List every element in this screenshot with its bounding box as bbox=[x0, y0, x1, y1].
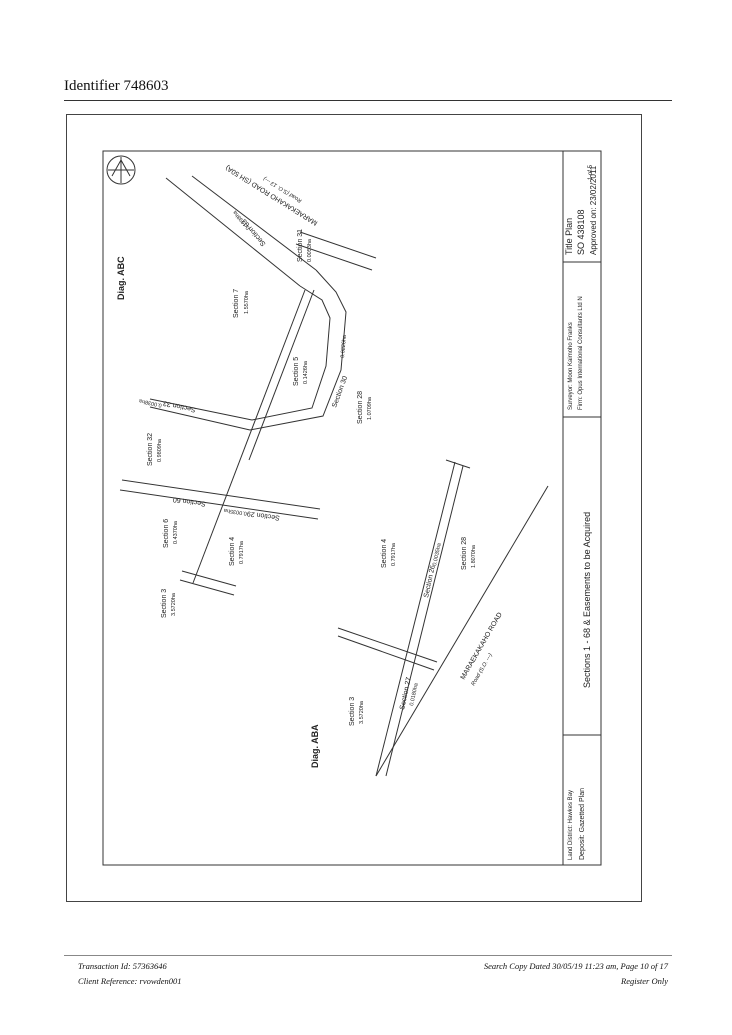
diagram-abc-linework bbox=[119, 175, 377, 596]
section-4-lower-area: 0.7917ha bbox=[391, 542, 397, 566]
title-plan-label: Title Plan bbox=[564, 218, 574, 255]
section-7-label: Section 7 bbox=[233, 289, 240, 318]
title-block: Title Plan SO 438108 Approved on: 23/02/… bbox=[564, 164, 598, 860]
transaction-id: Transaction Id: 57363646 bbox=[78, 961, 167, 971]
section-5-label: Section 5 bbox=[293, 357, 300, 386]
section-60-label: Section 60 bbox=[172, 495, 206, 507]
section-labels-aba: Section 4 0.7917ha Section 3 3.5720ha Se… bbox=[349, 537, 477, 726]
header-divider bbox=[64, 100, 672, 101]
section-32-area: 0.9809ha bbox=[157, 438, 163, 462]
plan-name: Deposit: Gazetted Plan bbox=[579, 788, 586, 860]
section-3-lower-area: 3.5720ha bbox=[359, 700, 365, 724]
section-27-area: 0.0180ha bbox=[409, 682, 420, 707]
section-3-upper-area: 3.5720ha bbox=[171, 592, 177, 616]
section-28-lower-area: 1.8070ha bbox=[471, 544, 477, 568]
section-30-area: 0.0226ha bbox=[340, 334, 348, 358]
section-3-lower-label: Section 3 bbox=[349, 697, 356, 726]
section-3-upper-label: Section 3 bbox=[161, 589, 168, 618]
section-4-upper-label: Section 4 bbox=[229, 537, 236, 566]
section-30-label: Section 30 bbox=[331, 375, 349, 409]
section-28-lower-label: Section 28 bbox=[461, 537, 468, 570]
surveyor-name: Surveyor: Moon Kaimoho Franks bbox=[568, 322, 574, 410]
section-32-label: Section 32 bbox=[147, 433, 154, 466]
section-4-lower-label: Section 4 bbox=[381, 539, 388, 568]
plan-frame bbox=[66, 114, 642, 902]
section-7-area: 1.5570ha bbox=[244, 290, 250, 314]
plan-number: SO 438108 bbox=[576, 209, 586, 255]
section-29-area: 0.0035ha bbox=[223, 507, 247, 516]
footer-divider bbox=[64, 955, 672, 956]
approval-date: Approved on: 23/02/2011 bbox=[589, 165, 598, 255]
plan-sheet-border bbox=[102, 150, 602, 866]
section-28-upper-label: Section 28 bbox=[357, 391, 364, 424]
diagram-aba-linework bbox=[337, 459, 549, 777]
section-4-upper-area: 0.7917ha bbox=[239, 540, 245, 564]
section-31-label: Section 31 bbox=[297, 229, 304, 262]
section-33-area: 0.0038ha bbox=[138, 397, 163, 408]
section-29-label: Section 29 bbox=[246, 509, 280, 521]
surveyor-firm: Firm: Opus International Consultants Ltd… bbox=[578, 296, 584, 410]
document-identifier: Identifier 748603 bbox=[64, 78, 169, 94]
client-reference: Client Reference: rvowden001 bbox=[78, 976, 182, 986]
section-31-area: 0.0053ha bbox=[307, 238, 313, 262]
section-6-label: Section 6 bbox=[163, 519, 170, 548]
north-arrow-icon bbox=[106, 155, 136, 185]
land-district: Land District: Hawkes Bay bbox=[568, 790, 574, 860]
diagram-aba-label: Diag. ABA bbox=[310, 724, 320, 768]
section-labels-abc: Section 7 1.5570ha Section 5 0.1426ha Se… bbox=[138, 208, 373, 618]
section-5-area: 0.1426ha bbox=[303, 360, 309, 384]
section-63-area: 0.1298ha bbox=[232, 208, 252, 230]
search-copy-info: Search Copy Dated 30/05/19 11:23 am, Pag… bbox=[483, 961, 668, 971]
section-28-upper-area: 1.0709ha bbox=[367, 396, 373, 420]
diagram-abc-label: Diag. ABC bbox=[116, 256, 126, 300]
section-6-area: 0.4370ha bbox=[173, 520, 179, 544]
section-26-area: 0.0035ha bbox=[432, 542, 443, 567]
plan-main-title: Sections 1 - 68 & Easements to be Acquir… bbox=[582, 512, 592, 688]
sheet-number: 1 of 5 bbox=[588, 164, 594, 180]
register-only: Register Only bbox=[621, 976, 668, 986]
